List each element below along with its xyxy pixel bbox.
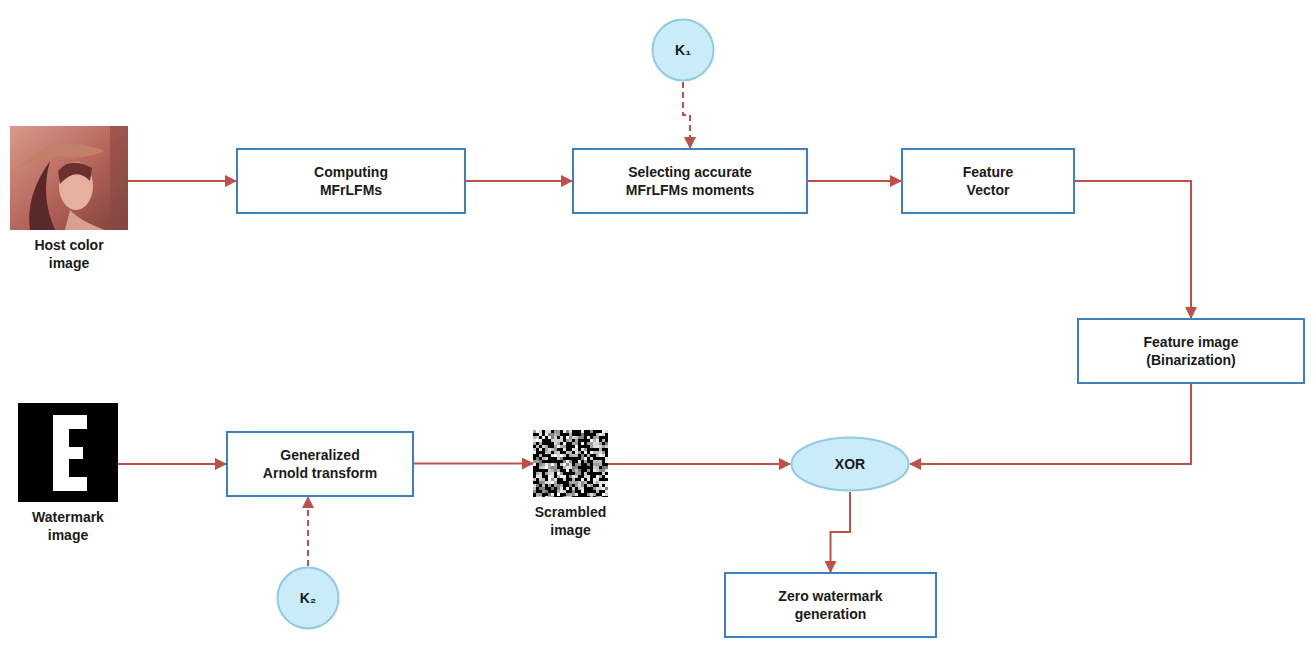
circle-label: K₂ — [300, 589, 316, 607]
circle-label: K₁ — [675, 41, 691, 59]
box-label: Feature Vector — [948, 163, 1028, 199]
box-label: Selecting accurate MFrLFMs moments — [610, 163, 770, 199]
process-box: Generalized Arnold transform — [226, 431, 414, 497]
flow-arrow — [808, 180, 901, 182]
flow-arrow — [128, 180, 236, 182]
image-caption: Scrambled image — [525, 503, 617, 539]
key-circle: K₂ — [276, 566, 340, 630]
flow-arrow — [466, 180, 572, 182]
xor-ellipse: XOR — [790, 436, 910, 492]
box-label: Feature image (Binarization) — [1129, 333, 1254, 369]
image-caption: Watermark image — [22, 508, 114, 544]
dashed-key-arrow — [683, 82, 690, 148]
flow-arrow — [414, 463, 533, 465]
flow-arrow — [1075, 181, 1191, 318]
image-illustration — [533, 430, 608, 497]
flow-arrow — [118, 463, 226, 465]
circle-label: XOR — [835, 455, 865, 473]
scrambled-image: Scrambled image — [533, 430, 608, 497]
flow-arrow — [608, 463, 790, 465]
process-box: Zero watermark generation — [724, 572, 937, 638]
key-circle: K₁ — [651, 18, 715, 82]
dashed-key-arrow — [307, 497, 309, 566]
process-box: Feature image (Binarization) — [1077, 318, 1305, 384]
watermark-image: Watermark image — [18, 403, 118, 502]
host-image: Host color image — [10, 126, 128, 230]
process-box: Feature Vector — [901, 148, 1075, 214]
flow-arrow — [910, 384, 1191, 464]
image-caption: Host color image — [23, 236, 115, 272]
box-label: Computing MFrLFMs — [301, 163, 401, 199]
image-illustration — [18, 403, 118, 502]
process-box: Computing MFrLFMs — [236, 148, 466, 214]
flow-arrow — [831, 492, 851, 572]
image-illustration — [10, 126, 128, 230]
box-label: Zero watermark generation — [763, 587, 898, 623]
process-box: Selecting accurate MFrLFMs moments — [572, 148, 808, 214]
box-label: Generalized Arnold transform — [258, 446, 383, 482]
